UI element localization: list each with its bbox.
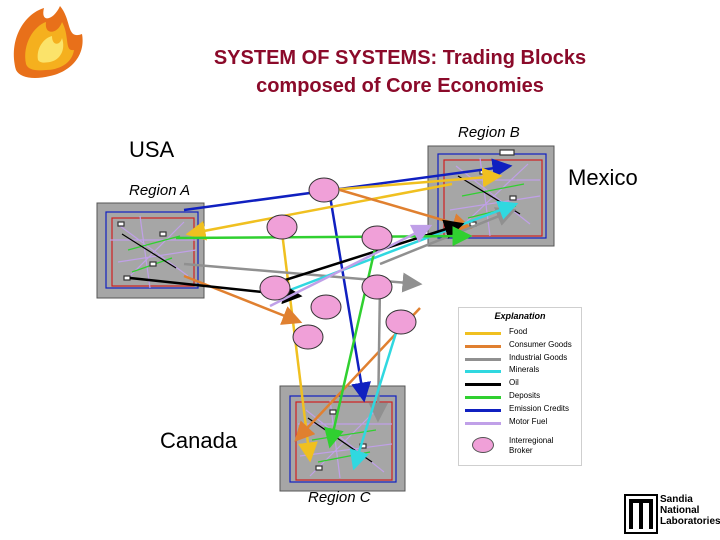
canada-label: Canada [160,428,238,453]
region-c-label: Region C [308,489,371,506]
region-a-box [96,202,205,299]
trade-flows [129,158,519,471]
flow-minerals-b [289,200,519,292]
broker-node [259,275,291,301]
region-b-label: Region B [458,124,520,141]
broker-node [361,274,393,300]
broker-symbol-icon [472,437,494,453]
legend-swatch [465,332,501,335]
broker-node [310,294,342,320]
legend-item-label: Food [509,327,528,336]
broker-node [385,309,417,335]
legend-item-label: Deposits [509,391,541,400]
flow-food-a [185,182,453,241]
flow-food-b [329,167,503,192]
legend-item-label: Motor Fuel [509,416,548,426]
broker-nodes [259,177,417,350]
legend-broker-label: Interregional Broker [509,436,554,455]
flow-consumer-c [183,274,303,325]
legend-item-label: Emission Credits [509,403,570,413]
region-a-label: Region A [129,182,191,199]
sandia-line-3: Laboratories [660,516,720,527]
legend-item-label: Consumer Goods [509,339,572,349]
broker-node [308,177,340,203]
region-a-network [105,211,199,289]
legend-item-label: Minerals [509,365,540,375]
flow-emission-c [328,195,371,403]
sandia-logo: Sandia National Laboratories [622,492,720,538]
slide-title: SYSTEM OF SYSTEMS: Trading Blocks compos… [120,44,680,100]
title-line-1: SYSTEM OF SYSTEMS: Trading Blocks [213,47,587,69]
legend-item-label: Industrial Goods [509,352,568,362]
sandia-thunderbird-icon [624,494,658,534]
legend-item-label: Oil [509,378,519,388]
broker-node [361,225,393,251]
legend-swatch [465,408,501,412]
title-line-2: composed of Core Economies [256,75,544,97]
broker-node [292,324,324,350]
sandia-text: Sandia National Laboratories [660,494,720,527]
legend-swatch [465,383,501,387]
legend-swatch [465,357,501,361]
flow-industrial-c [368,283,389,423]
flow-motor-fuel [269,224,433,308]
legend-swatch [465,344,501,348]
usa-label: USA [129,137,175,162]
flow-minerals-c [349,319,402,471]
mexico-label: Mexico [568,165,638,190]
sandia-line-2: National [660,505,700,516]
broker-node [266,214,298,240]
phoenix-logo-icon [13,6,83,78]
legend-title: Explanation [494,311,546,321]
legend-swatch [465,421,501,425]
legend-swatch [465,370,501,374]
legend-swatch [465,396,501,399]
sandia-line-1: Sandia [660,494,693,505]
